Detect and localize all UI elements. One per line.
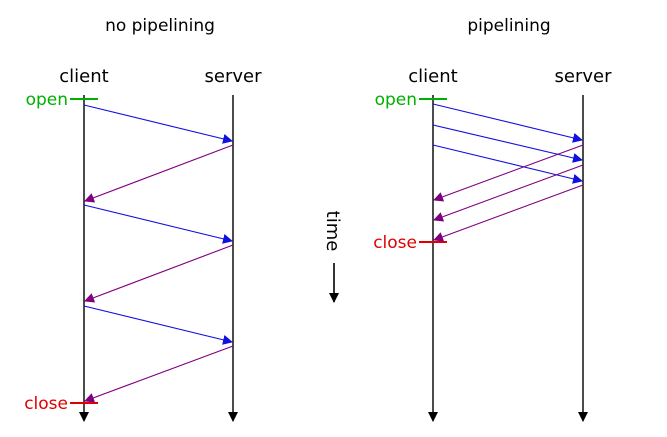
open-label: open [375,90,417,110]
time-label: time [322,211,343,252]
time-axis: time [322,211,343,303]
request-arrow-3 [432,144,583,184]
open-label: open [26,90,68,110]
response-arrow-3 [433,184,584,242]
request-arrow-2 [432,124,583,163]
response-arrow-1 [84,144,234,203]
close-label: close [24,394,68,414]
panel-title: no pipelining [105,16,215,36]
panel-title: pipelining [467,16,550,36]
close-label: close [373,233,417,253]
server-label: server [205,66,263,87]
request-arrow-3 [83,305,233,345]
panel-pipelining: pipelining client server open close [373,16,613,422]
response-arrow-3 [84,345,234,403]
request-arrow-1 [432,103,583,143]
request-arrow-1 [83,104,233,144]
request-arrow-2 [83,204,233,244]
client-label: client [408,66,457,87]
response-arrow-2 [433,164,584,222]
response-arrow-1 [433,144,584,202]
panel-no-pipelining: no pipelining client server open close [24,16,263,422]
client-label: client [59,66,108,87]
response-arrow-2 [84,244,234,303]
server-label: server [555,66,613,87]
